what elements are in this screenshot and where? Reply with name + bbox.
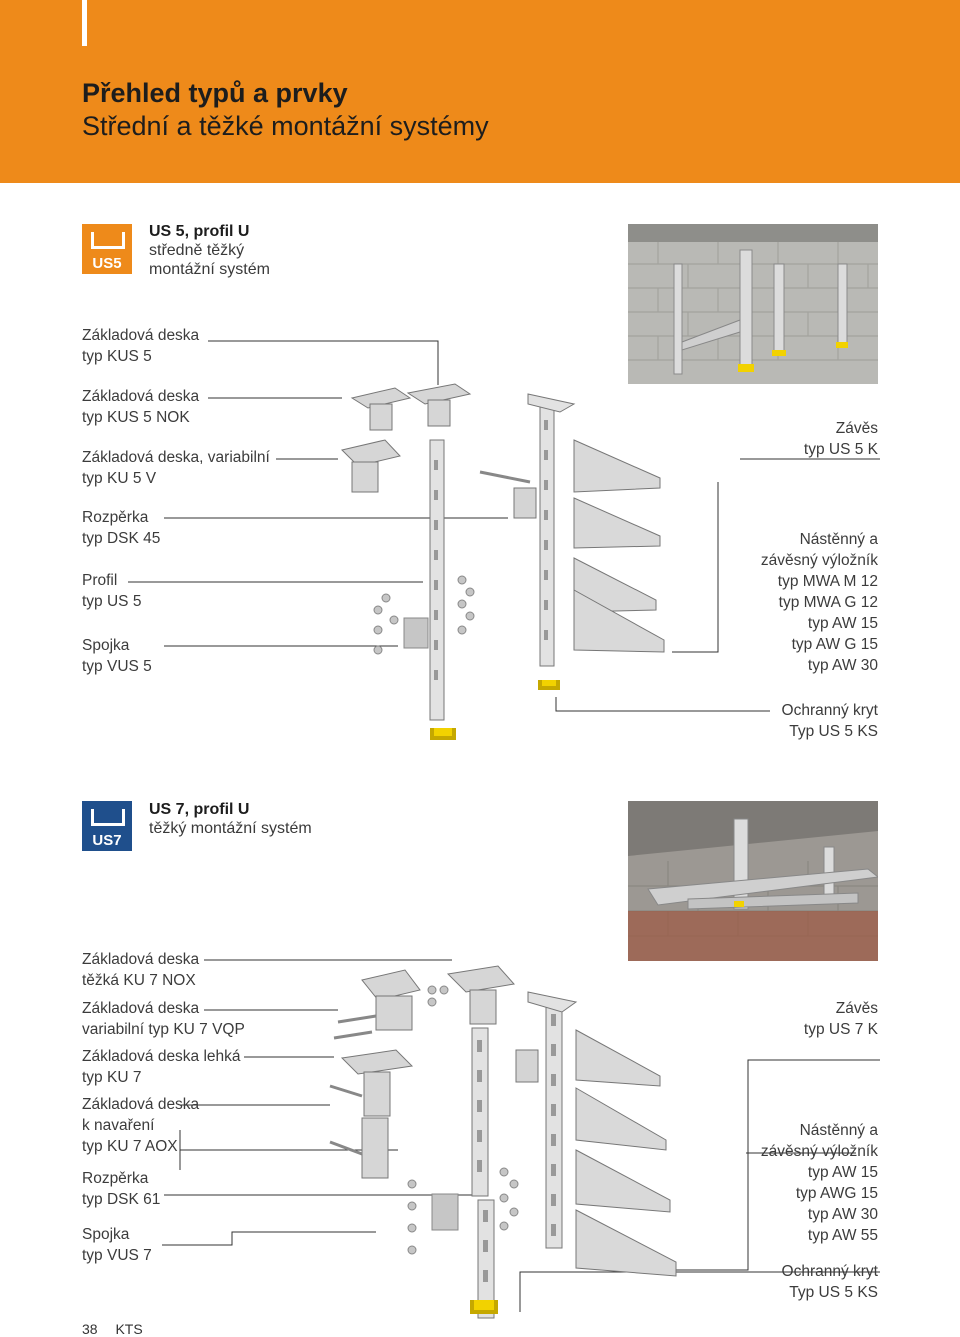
us5-name: US 5, profil U: [149, 223, 250, 240]
us5-installation-photo: [628, 224, 878, 384]
us5-exploded-drawing: [128, 340, 880, 740]
us5-label-vylznik: Nástěnný a závěsný výložník typ MWA M 12…: [760, 531, 878, 674]
us5-desc1: středně těžký: [149, 242, 245, 259]
us7-installation-photo: [628, 801, 878, 961]
us5-badge-icon: US5: [82, 224, 132, 274]
us7-name: US 7, profil U: [149, 801, 250, 818]
page-title: Přehled typů a prvky: [82, 78, 348, 108]
footer-brand: KTS: [115, 1321, 143, 1337]
us7-desc1: těžký montážní systém: [149, 820, 312, 837]
page-number: 38: [82, 1321, 98, 1337]
us7-label-vylznik: Nástěnný a závěsný výložník typ AW 15 ty…: [760, 1122, 878, 1244]
us7-system-name: US 7, profil U těžký montážní systém: [149, 800, 312, 838]
page-footer: 38 KTS: [82, 1321, 143, 1337]
header-band: Přehled typů a prvky Střední a těžké mon…: [0, 0, 960, 183]
us5-desc2: montážní systém: [149, 261, 270, 278]
us7-badge-icon: US7: [82, 801, 132, 851]
us5-system-name: US 5, profil U středně těžký montážní sy…: [149, 222, 270, 279]
header-accent-bar: [82, 0, 87, 46]
page-subtitle: Střední a těžké montážní systémy: [82, 111, 489, 141]
